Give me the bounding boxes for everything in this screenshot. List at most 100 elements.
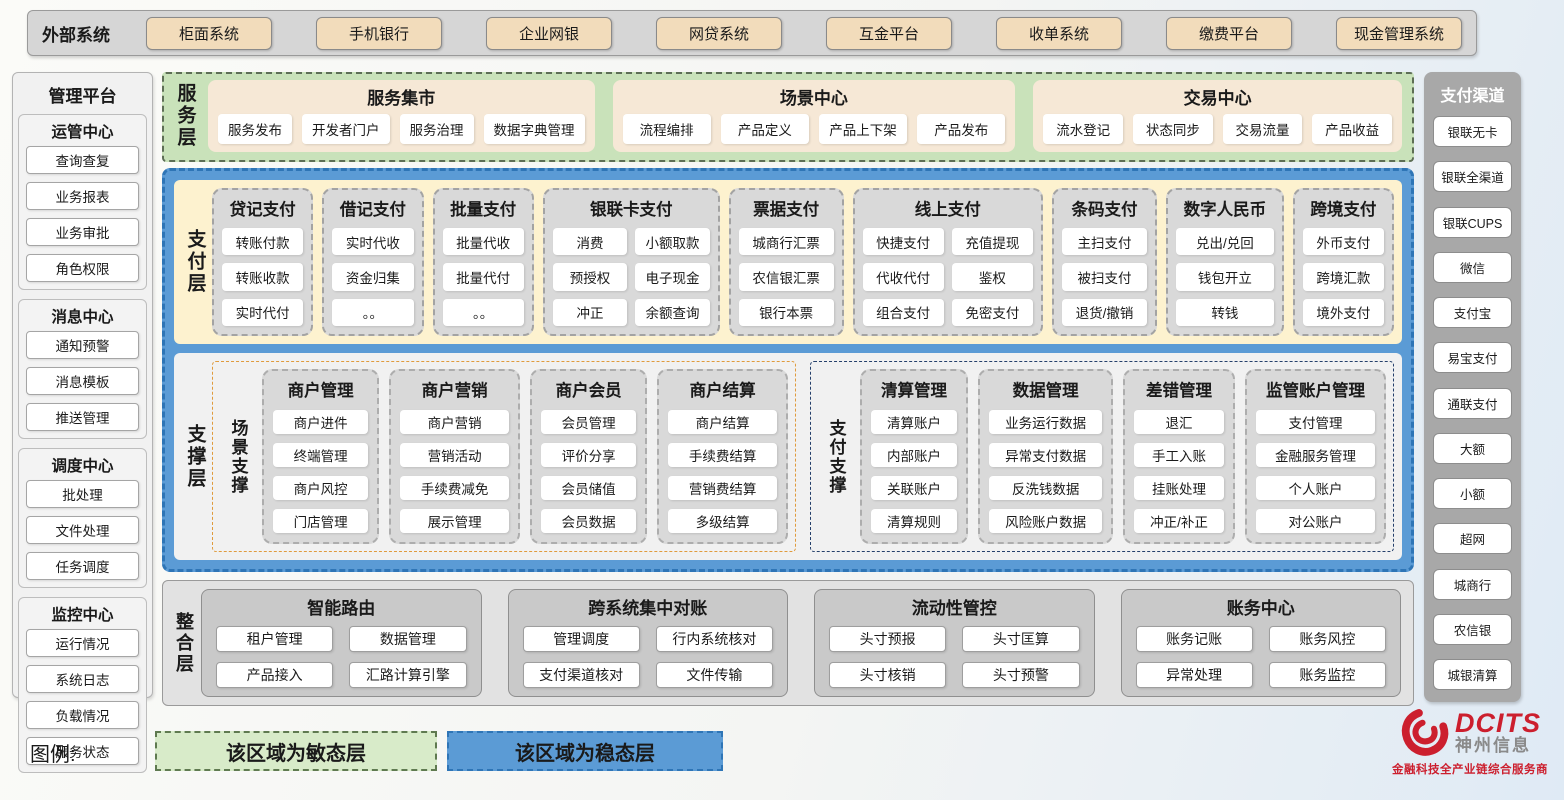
management-groups: 运管中心 查询查复业务报表业务审批角色权限 消息中心 通知预警消息模板推送管理 …: [18, 114, 147, 773]
support-columns: 商户管理 商户进件 终端管理: [262, 369, 788, 544]
payment-row: 转账收款: [222, 263, 304, 291]
payment-rows: 兑出/兑回 钱包开立 转钱: [1176, 228, 1274, 326]
support-row: 关联账户: [871, 476, 958, 500]
payment-item-node: 外币支付: [1302, 228, 1385, 256]
support-column: 差错管理 退汇 手工入账: [1123, 369, 1235, 544]
support-columns: 清算管理 清算账户 内部账户: [860, 369, 1387, 544]
integration-box-title: 流动性管控: [911, 599, 997, 618]
external-systems-items: 柜面系统手机银行企业网银网贷系统互金平台收单系统缴费平台现金管理系统: [146, 16, 1462, 50]
support-item-node: 清算账户: [871, 410, 958, 434]
support-item-node: 挂账处理: [1134, 476, 1224, 500]
integration-item-node: 头寸匡算: [962, 626, 1080, 652]
payment-channel-node: 农信银: [1433, 613, 1512, 645]
payment-row: 农信银汇票: [738, 263, 834, 291]
payment-column-title: 借记支付: [339, 201, 406, 219]
payment-column: 数字人民币 兑出/兑回 钱包开立: [1166, 188, 1284, 336]
management-group-title: 调度中心: [51, 458, 114, 475]
payment-item-node: 被扫支付: [1062, 263, 1148, 291]
payment-channel-node: 易宝支付: [1433, 342, 1512, 374]
management-item-node: 系统日志: [26, 665, 139, 693]
support-row: 风险账户数据: [989, 509, 1103, 533]
support-rows: 会员管理 评价分享 会员储值: [541, 410, 637, 533]
dcits-swirl-icon: [1401, 709, 1449, 756]
payment-column: 线上支付 快捷支付充值提现 代收代付鉴权: [852, 188, 1043, 336]
integration-row: 产品接入汇路计算引擎: [216, 662, 467, 688]
external-system-node: 企业网银: [486, 16, 612, 50]
support-column-title: 商户管理: [287, 382, 354, 400]
payment-column-title: 银联卡支付: [590, 201, 673, 219]
service-item-node: 数据字典管理: [483, 114, 585, 144]
support-row: 对公账户: [1255, 509, 1376, 533]
support-column: 数据管理 业务运行数据 异常支付数据: [978, 369, 1114, 544]
payment-item-node: 主扫支付: [1062, 228, 1148, 256]
management-group: 消息中心 通知预警消息模板推送管理: [18, 299, 147, 439]
support-row: 手续费结算: [668, 443, 777, 467]
service-item-node: 产品收益: [1312, 114, 1392, 144]
support-item-node: 异常支付数据: [989, 443, 1103, 467]
payment-row: 快捷支付充值提现: [862, 228, 1033, 256]
payment-channel-node: 超网: [1433, 523, 1512, 555]
payment-column: 贷记支付 转账付款 转账收款: [212, 188, 314, 336]
support-row: 多级结算: [668, 509, 777, 533]
support-item-node: 营销费结算: [668, 476, 777, 500]
support-item-node: 支付管理: [1255, 410, 1376, 434]
payment-row: 外币支付: [1302, 228, 1385, 256]
support-item-node: 手续费减免: [400, 476, 509, 500]
payment-rows: 消费小额取款 预授权电子现金 冲正余额查询: [552, 228, 710, 326]
payment-item-node: 小额取款: [635, 228, 710, 256]
support-row: 异常支付数据: [989, 443, 1103, 467]
support-rows: 商户结算 手续费结算 营销费结算: [668, 410, 777, 533]
management-item-node: 推送管理: [26, 403, 139, 431]
dcits-logo: DCITS 神州信息 金融科技全产业链综合服务商: [1385, 706, 1555, 777]
payment-column: 票据支付 城商行汇票 农信银汇票: [728, 188, 844, 336]
support-item-node: 评价分享: [541, 443, 637, 467]
payment-item-node: 境外支付: [1302, 298, 1385, 326]
support-row: 反洗钱数据: [989, 476, 1103, 500]
support-item-node: 金融服务管理: [1255, 443, 1376, 467]
payment-columns: 贷记支付 转账付款 转账收款: [212, 188, 1395, 336]
external-system-node: 柜面系统: [146, 16, 272, 50]
integration-row: 管理调度行内系统核对: [522, 626, 773, 652]
service-item-node: 流水登记: [1043, 114, 1124, 144]
service-item-node: 服务治理: [399, 114, 474, 144]
support-row: 商户营销: [400, 410, 509, 434]
payment-item-node: 城商行汇票: [738, 228, 834, 256]
payment-row: 代收代付鉴权: [862, 263, 1033, 291]
payment-row: 转账付款: [222, 228, 304, 256]
support-rows: 业务运行数据 异常支付数据 反洗钱数据: [989, 410, 1103, 533]
management-group-items: 查询查复业务报表业务审批角色权限: [26, 146, 139, 282]
support-layer: 支撑层 场景支撑 商户管理 商户进件: [174, 353, 1402, 560]
support-column-title: 商户会员: [555, 382, 622, 400]
payment-item-node: 退货/撤销: [1062, 298, 1148, 326]
support-rows: 退汇 手工入账 挂账处理: [1134, 410, 1224, 533]
support-item-node: 内部账户: [871, 443, 958, 467]
management-item-node: 查询查复: [26, 146, 139, 174]
integration-item-node: 管理调度: [522, 626, 640, 652]
payment-item-node: 快捷支付: [862, 228, 944, 256]
support-row: 门店管理: [273, 509, 369, 533]
legend-agile-layer: 该区域为敏态层: [155, 731, 437, 771]
support-column-title: 商户结算: [689, 382, 756, 400]
service-item-node: 产品上下架: [818, 114, 908, 144]
payment-item-node: 兑出/兑回: [1176, 228, 1274, 256]
integration-box: 流动性管控 头寸预报头寸匡算 头寸核销头寸预警: [814, 589, 1095, 697]
support-rows: 清算账户 内部账户 关联账户: [871, 410, 958, 533]
support-row: 营销费结算: [668, 476, 777, 500]
payment-row: 境外支付: [1302, 298, 1385, 326]
management-item-node: 通知预警: [26, 331, 139, 359]
integration-item-node: 头寸预警: [962, 662, 1080, 688]
support-column: 清算管理 清算账户 内部账户: [860, 369, 969, 544]
integration-row: 账务记账账务风控: [1135, 626, 1386, 652]
payment-row: 兑出/兑回: [1176, 228, 1274, 256]
support-section: 支付支撑 清算管理 清算账户: [810, 361, 1394, 552]
integration-item-node: 产品接入: [216, 662, 334, 688]
support-row: 清算账户: [871, 410, 958, 434]
integration-item-node: 支付渠道核对: [522, 662, 640, 688]
integration-rows: 账务记账账务风控 异常处理账务监控: [1135, 626, 1386, 688]
support-section-label: 支付支撑: [826, 418, 846, 495]
integration-item-node: 账务风控: [1268, 626, 1386, 652]
external-system-node: 互金平台: [826, 16, 952, 50]
management-group-title: 监控中心: [51, 607, 114, 624]
